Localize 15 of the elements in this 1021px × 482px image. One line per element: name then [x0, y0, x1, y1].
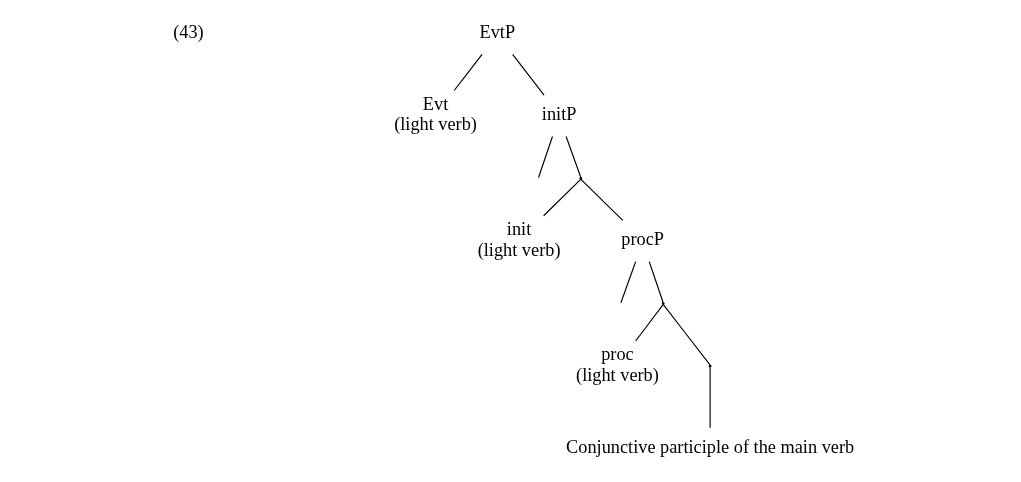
node-text: initP	[541, 104, 577, 125]
connector	[537, 135, 554, 179]
node-text: init (light verb)	[477, 219, 561, 260]
connector	[453, 53, 483, 92]
node-point	[708, 364, 712, 368]
node-point	[661, 302, 665, 305]
node-text: Evt (light verb)	[394, 93, 477, 135]
node-point	[579, 177, 583, 180]
node-text: procP	[621, 229, 664, 250]
label: (43)	[173, 21, 204, 42]
node-text: proc (light verb)	[576, 344, 659, 385]
connector	[512, 53, 545, 96]
connector	[620, 261, 637, 304]
node-text: Conjunctive participle of the main verb	[566, 436, 855, 457]
node-text: EvtP	[479, 21, 516, 42]
